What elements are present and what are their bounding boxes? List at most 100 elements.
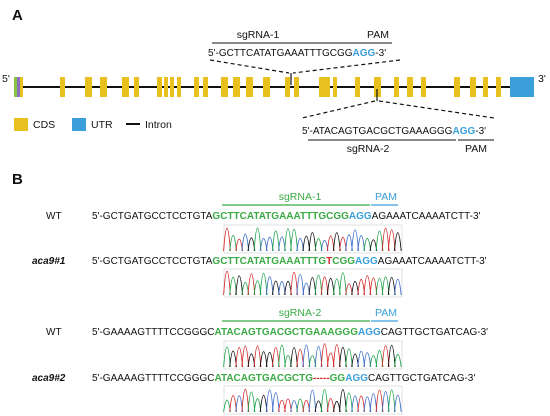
chromatogram-peak (223, 346, 231, 368)
sgrna2-sequence: 5'-ATACAGTGACGCTGAAAGGGAGG-3' (302, 126, 486, 137)
sgrna1-guide-line-left (209, 59, 290, 74)
chromatogram-peak (351, 229, 359, 252)
sgrna1-prefix: 5'- (208, 48, 219, 59)
sgrna2-prefix: 5'- (302, 126, 313, 137)
chromatogram-peak (357, 235, 366, 252)
sequence-segment-green: ATACAGTGACGCTGAAAGGG (214, 327, 358, 338)
sequence-segment-plain: 5'-GAAAAGTTTTCCGGGC (92, 327, 214, 338)
alignment2-row1-sample: WT (46, 327, 62, 338)
sgrna2-bottom-label: sgRNA-2 (347, 143, 390, 155)
chromatogram-frame (223, 340, 403, 370)
alignment-block-2: sgRNA-2 PAM WT 5'-GAAAAGTTTTCCGGGCATACAG… (32, 307, 488, 415)
chromatogram-peak (271, 230, 280, 252)
exon-block (454, 77, 460, 97)
chromatogram-peak (393, 278, 402, 296)
exon-block (85, 77, 92, 97)
sgrna2-pam-seq: AGG (452, 126, 475, 137)
chromatogram-peak (253, 227, 262, 252)
gene-model: 5' 3' (2, 73, 546, 97)
sgrna2-guide-line-right (378, 100, 495, 119)
sequence-segment-plain: AGAAATCAAAATCTT-3' (378, 256, 487, 267)
chromatogram-peak (278, 344, 286, 368)
exon-block (164, 77, 168, 97)
exon-block (483, 77, 488, 97)
sgrna1-callout: sgRNA-1 PAM 5'-GCTTCATATGAAATTTGCGGAGG-3… (208, 29, 401, 85)
alignment2-pam-label: PAM (375, 307, 397, 319)
sequence-segment-green: CGG (332, 256, 355, 267)
legend-cds-swatch (14, 118, 28, 131)
exon-block (319, 77, 330, 97)
exon-block (294, 77, 299, 97)
chromatogram-peak (265, 276, 274, 296)
chromatogram-peak (363, 275, 372, 296)
gene-five-prime-label: 5' (2, 73, 10, 85)
chromatogram-peak (375, 389, 384, 413)
exon-block (134, 77, 139, 97)
sgrna1-sequence: 5'-GCTTCATATGAAATTTGCGGAGG-3' (208, 48, 386, 59)
sgrna2-target: ATACAGTGACGCTGAAAGGG (313, 126, 453, 137)
five-utr-purple-band (17, 77, 20, 97)
exon-block (194, 77, 199, 97)
exon-block (470, 77, 476, 97)
alignment1-row1-chromatogram (223, 224, 403, 254)
chromatogram-peak (290, 271, 298, 296)
exon-block (285, 77, 290, 97)
chromatogram-peak (241, 388, 250, 413)
sequence-segment-plain: 5'-GCTGATGCCTCCTGTA (92, 256, 213, 267)
exon-block (100, 77, 107, 97)
first-exon-band (20, 77, 23, 97)
chromatogram-peak (241, 345, 250, 368)
chromatogram-peak (296, 398, 305, 413)
chromatogram-peak (223, 271, 231, 296)
chromatogram-peak (259, 272, 268, 296)
sequence-segment-green: GCTTCATATGAAATTTGCGG (212, 211, 349, 222)
alignment1-row1-sequence: 5'-GCTGATGCCTCCTGTAGCTTCATATGAAATTTGCGGA… (92, 211, 481, 222)
chromatogram-peak (290, 228, 298, 252)
chromatogram-peak (247, 391, 256, 413)
chromatogram-peak (363, 237, 372, 252)
chromatogram-peak (302, 344, 311, 368)
five-utr-green-band (14, 77, 17, 97)
exon-block (60, 77, 65, 97)
chromatogram-peak (229, 235, 237, 252)
sgrna1-guide-line-right (292, 59, 401, 74)
sequence-segment-green: GG (330, 373, 346, 384)
chromatogram-peak (339, 389, 347, 413)
legend-utr-label: UTR (91, 119, 113, 131)
chromatogram-peak (326, 398, 335, 413)
exon-block (421, 77, 426, 97)
chromatogram-peak (320, 343, 329, 368)
exon-block (233, 77, 240, 97)
chromatogram-frame (223, 224, 403, 254)
exon-block (177, 77, 181, 97)
chromatogram-peak (345, 392, 353, 413)
alignment2-sgrna-label: sgRNA-2 (279, 307, 322, 319)
alignment1-row1-sample: WT (46, 211, 62, 222)
sequence-segment-red: T (326, 256, 332, 267)
sgrna1-pam-label: PAM (367, 29, 389, 41)
alignment1-pam-label: PAM (375, 191, 397, 203)
chromatogram-peak (247, 273, 256, 296)
sgrna2-guide-line-left (301, 100, 376, 119)
exon-block (246, 77, 253, 97)
chromatogram-peak (387, 389, 396, 413)
chromatogram-peak (387, 344, 396, 368)
alignment1-row2-chromatogram (223, 268, 403, 298)
sequence-segment-blue: AGG (358, 327, 381, 338)
chromatogram-peak (339, 272, 347, 296)
exon-group (60, 77, 501, 97)
chromatogram-peak (308, 232, 317, 252)
sgrna2-callout: 5'-ATACAGTGACGCTGAAAGGGAGG-3' sgRNA-2 PA… (301, 89, 495, 155)
chromatogram-peak (387, 277, 396, 296)
legend-intron-label: Intron (145, 119, 172, 131)
chromatogram-peak (339, 346, 347, 368)
alignment2-row1-sequence: 5'-GAAAAGTTTTCCGGGCATACAGTGACGCTGAAAGGGA… (92, 327, 488, 338)
chromatogram-peak (387, 229, 396, 252)
chromatogram-peak (381, 227, 390, 252)
sequence-segment-plain: AGAAATCAAAATCTT-3' (372, 211, 481, 222)
alignment-block-1: sgRNA-1 PAM WT 5'-GCTGATGCCTCCTGTAGCTTCA… (32, 191, 487, 298)
alignment1-sgrna-label: sgRNA-1 (279, 191, 322, 203)
chromatogram-peak (284, 398, 292, 413)
sequence-segment-blue: AGG (355, 256, 378, 267)
exon-block (394, 77, 399, 97)
